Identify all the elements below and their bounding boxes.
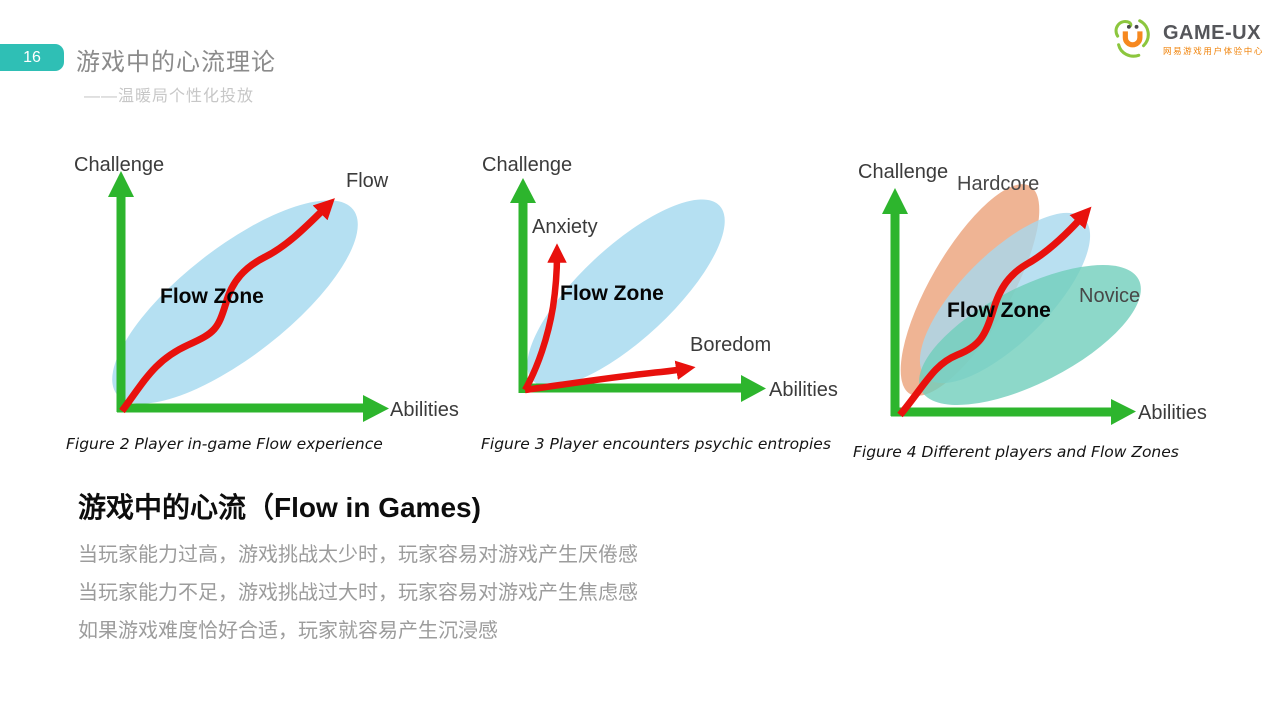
fig3-y-axis-label: Challenge <box>482 154 572 176</box>
logo-title: GAME-UX <box>1162 21 1261 44</box>
logo-subtitle: 网易游戏用户体验中心 <box>1162 45 1264 56</box>
figure-2-caption: Figure 2 Player in-game Flow experience <box>66 435 383 453</box>
fig3-zone-label: Flow Zone <box>560 282 664 305</box>
fig2-flow-label: Flow <box>346 170 389 192</box>
figure-2-diagram: Challenge Flow Flow Zone Abilities <box>74 154 459 422</box>
figure-4-diagram: Challenge Hardcore Flow Zone Novice Abil… <box>858 161 1207 425</box>
y-axis <box>890 210 900 416</box>
section-heading: 游戏中的心流（Flow in Games) <box>78 492 481 523</box>
fig3-boredom-label: Boredom <box>690 334 771 356</box>
figure-4-caption: Figure 4 Different players and Flow Zone… <box>853 443 1179 461</box>
y-axis <box>116 191 126 412</box>
y-axis <box>518 200 528 393</box>
figure-3-caption: Figure 3 Player encounters psychic entro… <box>481 435 831 453</box>
flow-curve <box>119 198 335 414</box>
figure-2: Challenge Flow Flow Zone Abilities Figur… <box>60 145 480 453</box>
figure-4: Challenge Hardcore Flow Zone Novice Abil… <box>845 150 1245 461</box>
fig4-novice-label: Novice <box>1079 285 1140 307</box>
body-line-2: 当玩家能力不足，游戏挑战过大时，玩家容易对游戏产生焦虑感 <box>78 582 638 604</box>
y-axis-arrowhead <box>108 171 134 197</box>
page-number-badge: 16 <box>0 44 64 71</box>
fig4-hardcore-label: Hardcore <box>957 173 1039 195</box>
fig4-zone-label: Flow Zone <box>947 299 1051 322</box>
page-title: 游戏中的心流理论 <box>76 49 276 76</box>
x-axis <box>117 403 365 413</box>
x-axis <box>891 407 1113 417</box>
boredom-curve <box>524 360 696 394</box>
fig4-x-axis-label: Abilities <box>1138 402 1207 424</box>
x-axis-arrowhead <box>1111 399 1136 425</box>
fig3-x-axis-label: Abilities <box>769 379 838 401</box>
x-axis-arrowhead <box>741 375 766 402</box>
figure-3: Challenge Anxiety Flow Zone Boredom Abil… <box>468 145 860 453</box>
game-ux-logo-icon <box>1114 19 1150 58</box>
anxiety-curve <box>522 243 567 392</box>
body-line-1: 当玩家能力过高，游戏挑战太少时，玩家容易对游戏产生厌倦感 <box>78 544 638 566</box>
fig3-anxiety-label: Anxiety <box>532 216 598 238</box>
fig4-y-axis-label: Challenge <box>858 161 948 183</box>
body-line-3: 如果游戏难度恰好合适，玩家就容易产生沉浸感 <box>78 620 498 642</box>
x-axis-arrowhead <box>363 395 389 422</box>
fig2-y-axis-label: Challenge <box>74 154 164 176</box>
y-axis-arrowhead <box>510 178 536 203</box>
flow-curve <box>897 206 1092 418</box>
flow-zone-ellipse <box>527 199 725 387</box>
y-axis-arrowhead <box>882 188 908 214</box>
fig2-zone-label: Flow Zone <box>160 285 264 308</box>
logo: GAME-UX 网易游戏用户体验中心 <box>1110 16 1264 62</box>
fig2-x-axis-label: Abilities <box>390 399 459 421</box>
x-axis <box>519 383 743 393</box>
novice-ellipse <box>919 265 1141 405</box>
body-text: 当玩家能力过高，游戏挑战太少时，玩家容易对游戏产生厌倦感 当玩家能力不足，游戏挑… <box>78 536 638 650</box>
figure-3-diagram: Challenge Anxiety Flow Zone Boredom Abil… <box>482 154 838 402</box>
page-subtitle: ——温暖局个性化投放 <box>84 88 255 105</box>
